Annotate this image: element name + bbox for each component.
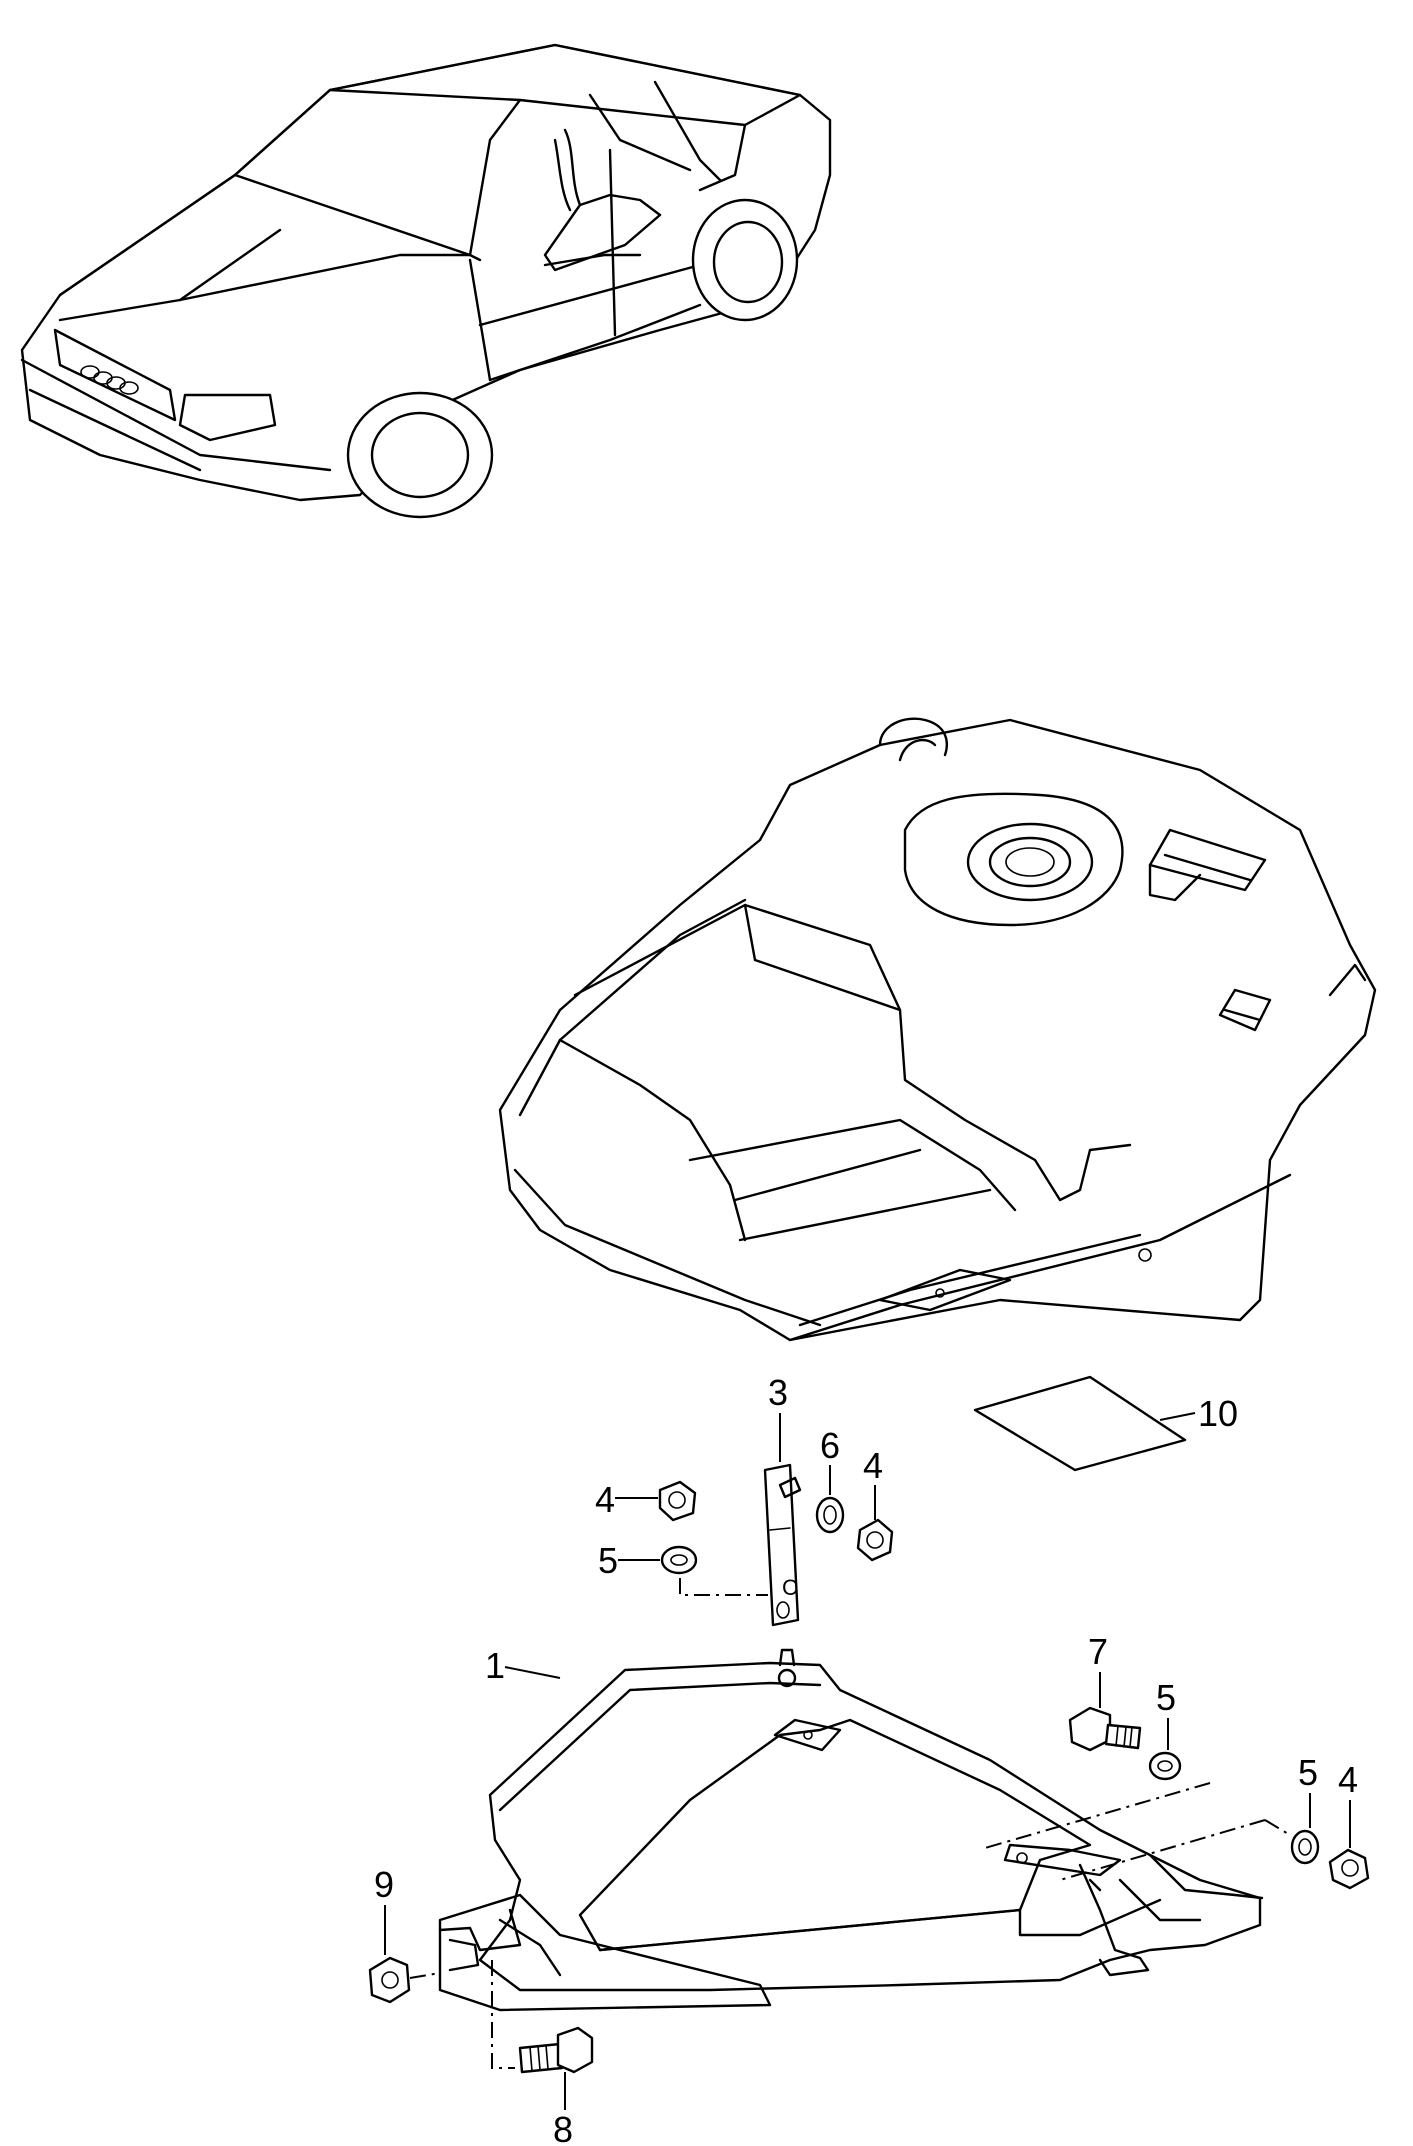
fuel-tank xyxy=(498,717,1377,1342)
label-part-4-a: 4 xyxy=(863,1445,883,1486)
part-4-nut-b: 4 xyxy=(595,1479,697,1522)
part-5-washer-b: 5 xyxy=(1148,1677,1182,1781)
part-1-guard-plate: 1 xyxy=(438,1645,1264,2012)
alignment-line-c xyxy=(1059,1819,1266,1881)
alignment-line-b xyxy=(984,1782,1211,1849)
part-5-washer-c: 5 xyxy=(1290,1752,1320,1865)
alignment-line-f xyxy=(491,1960,515,2069)
label-part-5-a: 5 xyxy=(598,1540,618,1581)
part-7-bolt: 7 xyxy=(1068,1631,1142,1752)
part-4-nut-a: 4 xyxy=(856,1445,894,1562)
part-3-strap: C 3 xyxy=(763,1372,802,1627)
label-part-6: 6 xyxy=(820,1425,840,1466)
part-9-nut: 9 xyxy=(368,1864,411,2004)
part-8-bolt: 8 xyxy=(518,2026,594,2146)
label-part-4-c: 4 xyxy=(1338,1759,1358,1800)
label-part-5-b: 5 xyxy=(1156,1677,1176,1718)
svg-text:C: C xyxy=(782,1575,798,1600)
label-part-9: 9 xyxy=(374,1864,394,1905)
label-part-7: 7 xyxy=(1088,1631,1108,1672)
alignment-line-e xyxy=(409,1972,441,1979)
label-part-3: 3 xyxy=(768,1372,788,1413)
label-part-4-b: 4 xyxy=(595,1479,615,1520)
label-part-5-c: 5 xyxy=(1298,1752,1318,1793)
part-10-pad: 10 xyxy=(973,1375,1238,1472)
car-illustration xyxy=(20,43,832,519)
label-part-1: 1 xyxy=(485,1645,505,1686)
part-5-washer-a: 5 xyxy=(598,1540,698,1581)
part-4-nut-c: 4 xyxy=(1328,1759,1370,1890)
alignment-line-d xyxy=(1264,1819,1291,1836)
label-part-10: 10 xyxy=(1198,1393,1238,1434)
label-part-8: 8 xyxy=(553,2109,573,2146)
part-6-washer: 6 xyxy=(815,1425,845,1534)
alignment-line-a xyxy=(679,1578,768,1596)
